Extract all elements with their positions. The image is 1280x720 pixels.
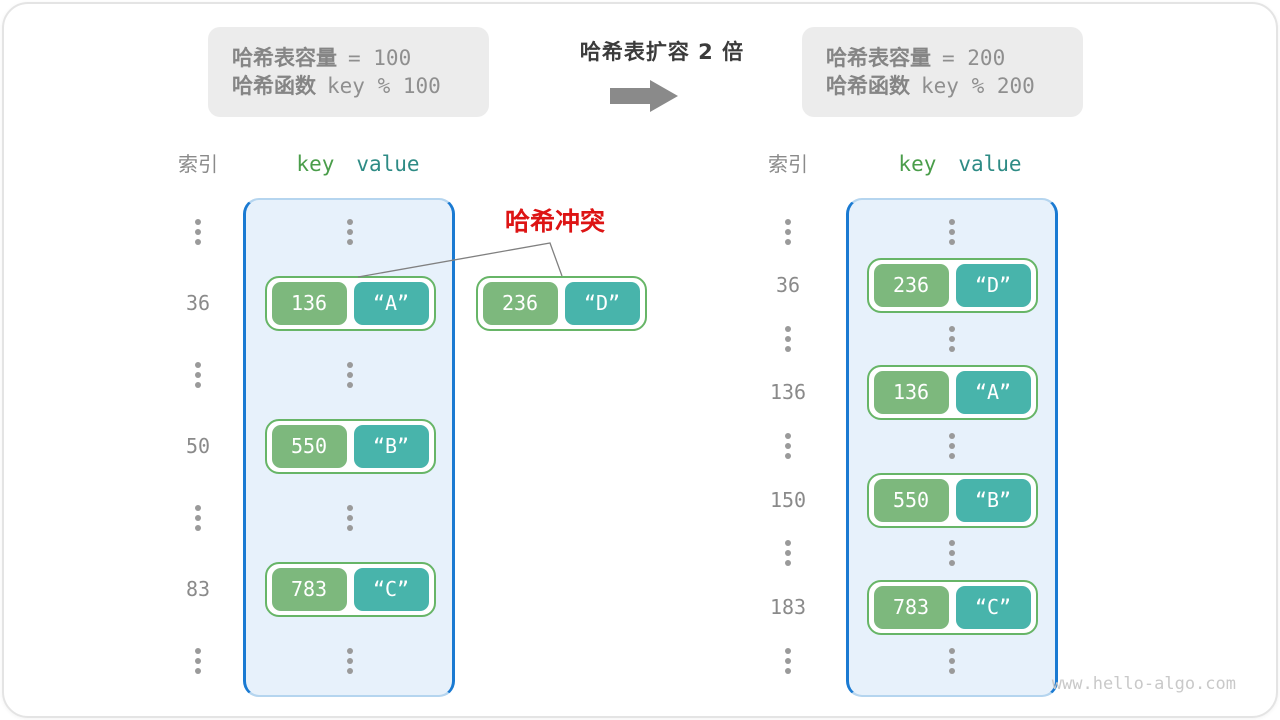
value-box: “B” <box>955 478 1031 522</box>
index-label: 183 <box>769 595 807 619</box>
kv-pair: 550 “B” <box>866 472 1038 528</box>
value-header-label: value <box>958 152 1022 176</box>
info-label: 哈希表容量 <box>232 45 337 70</box>
index-header-after: 索引 <box>768 152 808 176</box>
key-box: 550 <box>271 424 347 468</box>
info-label: 哈希函数 <box>232 73 316 98</box>
value-box: “A” <box>955 370 1031 414</box>
key-box: 136 <box>271 281 347 325</box>
index-label: 136 <box>769 380 807 404</box>
ellipsis-dots <box>347 648 353 674</box>
ellipsis-dots <box>785 326 791 352</box>
expansion-title: 哈希表扩容 2 倍 <box>579 40 745 64</box>
key-header-label: key <box>898 152 937 176</box>
ellipsis-dots <box>785 540 791 566</box>
ellipsis-dots <box>785 219 791 245</box>
key-header-label: key <box>296 152 335 176</box>
key-box: 550 <box>873 478 949 522</box>
ellipsis-dots <box>949 326 955 352</box>
ellipsis-dots <box>195 219 201 245</box>
collision-kv-pair: 236 “D” <box>475 275 647 331</box>
ellipsis-dots <box>347 362 353 388</box>
kv-header-after: key value <box>870 150 1050 178</box>
info-line: 哈希表容量 = 100 <box>232 45 489 70</box>
key-box: 236 <box>873 263 949 307</box>
info-code: key % 200 <box>921 73 1035 98</box>
info-box-before: 哈希表容量 = 100 哈希函数 key % 100 <box>208 27 489 117</box>
ellipsis-dots <box>347 219 353 245</box>
key-box: 783 <box>271 567 347 611</box>
ellipsis-dots <box>195 648 201 674</box>
value-box: “A” <box>353 281 429 325</box>
info-box-after: 哈希表容量 = 200 哈希函数 key % 200 <box>802 27 1083 117</box>
key-box: 236 <box>482 281 558 325</box>
kv-pair: 136 “A” <box>866 364 1038 420</box>
kv-pair: 550 “B” <box>264 418 436 474</box>
value-box: “D” <box>955 263 1031 307</box>
ellipsis-dots <box>785 433 791 459</box>
ellipsis-dots <box>949 648 955 674</box>
index-label: 50 <box>185 434 211 458</box>
value-box: “C” <box>955 585 1031 629</box>
info-label: 哈希函数 <box>826 73 910 98</box>
value-header-label: value <box>356 152 420 176</box>
info-code: = 100 <box>348 45 412 70</box>
kv-pair: 236 “D” <box>866 257 1038 313</box>
ellipsis-dots <box>949 433 955 459</box>
ellipsis-dots <box>949 540 955 566</box>
info-line: 哈希函数 key % 200 <box>826 73 1083 98</box>
kv-pair: 783 “C” <box>264 561 436 617</box>
key-box: 783 <box>873 585 949 629</box>
index-header-before: 索引 <box>178 152 218 176</box>
index-label: 150 <box>769 488 807 512</box>
ellipsis-dots <box>785 648 791 674</box>
value-box: “D” <box>564 281 640 325</box>
info-line: 哈希函数 key % 100 <box>232 73 489 98</box>
index-label: 36 <box>775 273 801 297</box>
collision-label: 哈希冲突 <box>504 207 605 236</box>
kv-pair: 136 “A” <box>264 275 436 331</box>
index-label: 83 <box>185 577 211 601</box>
ellipsis-dots <box>347 505 353 531</box>
info-code: key % 100 <box>327 73 441 98</box>
watermark: www.hello-algo.com <box>1051 674 1236 694</box>
info-label: 哈希表容量 <box>826 45 931 70</box>
value-box: “C” <box>353 567 429 611</box>
kv-header-before: key value <box>268 150 448 178</box>
key-box: 136 <box>873 370 949 414</box>
ellipsis-dots <box>195 362 201 388</box>
index-label: 36 <box>185 291 211 315</box>
ellipsis-dots <box>195 505 201 531</box>
kv-pair: 783 “C” <box>866 579 1038 635</box>
info-line: 哈希表容量 = 200 <box>826 45 1083 70</box>
ellipsis-dots <box>949 219 955 245</box>
value-box: “B” <box>353 424 429 468</box>
info-code: = 200 <box>942 45 1006 70</box>
